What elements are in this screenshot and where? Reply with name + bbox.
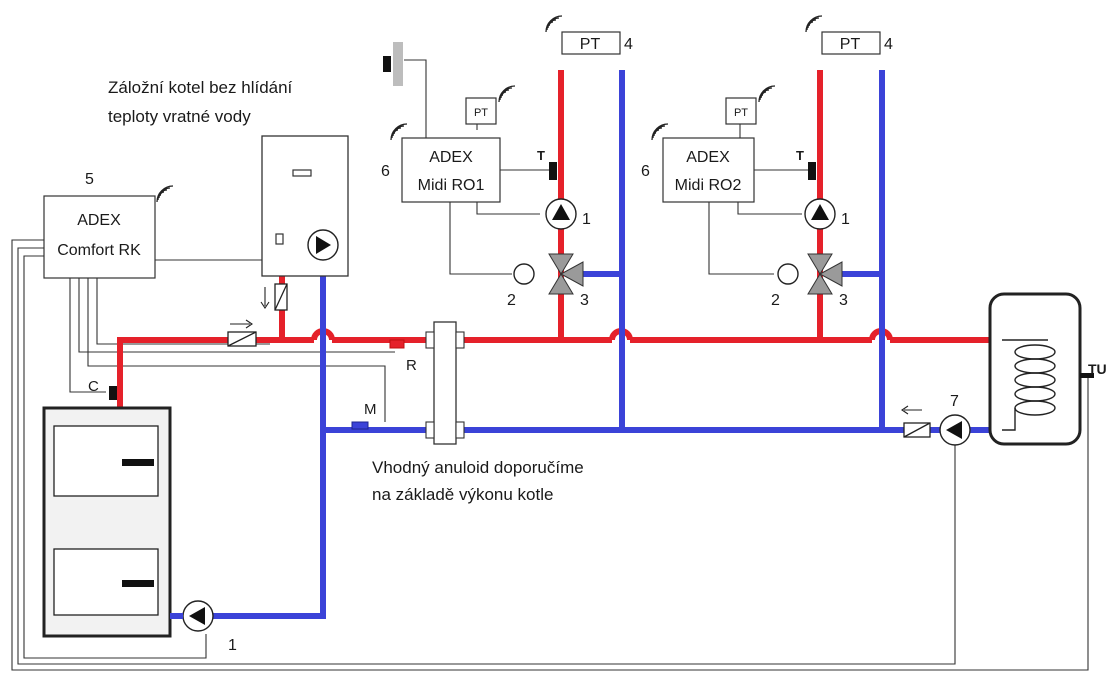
backup-boiler-title: Záložní kotel bez hlídání: [108, 78, 293, 97]
outdoor-sensor-icon: [383, 42, 403, 86]
pump-icon: [182, 600, 214, 632]
check-valve-icon: [227, 319, 257, 347]
control-wiring: [11, 59, 1089, 671]
pt-top-ro2: [821, 31, 881, 55]
three-way-valve-icon: [548, 253, 584, 295]
pt-room-label-ro2: PT: [734, 107, 748, 119]
wifi-icon: [498, 85, 516, 103]
anuloid-note-1: Vhodný anuloid doporučíme: [372, 458, 584, 477]
comfort-rk-line1: ADEX: [77, 212, 121, 229]
pump-icon: [545, 198, 577, 230]
pump7-number: 7: [950, 393, 959, 410]
main-boiler: [42, 406, 172, 638]
comfort-rk-controller: [43, 195, 156, 279]
backup-boiler-subtitle: teploty vratné vody: [108, 107, 251, 126]
wifi-icon: [545, 15, 563, 33]
sensor-r-label: R: [406, 357, 417, 374]
tu-label: TU: [1088, 361, 1107, 377]
t-label-ro2: T: [796, 148, 804, 163]
sensor-c: [109, 386, 117, 400]
sensor-m-label: M: [364, 401, 377, 418]
midi-ro2-controller: [662, 137, 755, 203]
pt-top-label-ro2: PT: [840, 36, 861, 53]
t-sensor-ro1: [549, 162, 557, 180]
wifi-icon: [156, 185, 174, 203]
ro1-number: 6: [381, 163, 390, 180]
three-way-valve-icon: [807, 253, 843, 295]
pump-icon: [307, 229, 339, 261]
dhw-tank: [988, 292, 1094, 446]
pt-top-number-ro2: 4: [884, 36, 893, 53]
sensor-r: [389, 339, 405, 349]
pt-room-unit-ro2: [725, 97, 757, 125]
hydraulic-separator: [425, 321, 465, 445]
actuator-number-ro2: 2: [771, 292, 780, 309]
ro2-line1: ADEX: [686, 149, 730, 166]
ro2-number: 6: [641, 163, 650, 180]
ro1-line1: ADEX: [429, 149, 473, 166]
anuloid-note-2: na základě výkonu kotle: [372, 485, 553, 504]
pump-number-ro2: 1: [841, 211, 850, 228]
main-pump-number: 1: [228, 637, 237, 654]
valve-number-ro1: 3: [580, 292, 589, 309]
wifi-icon: [805, 15, 823, 33]
comfort-rk-line2: Comfort RK: [57, 242, 141, 259]
midi-ro1-controller: [401, 137, 501, 203]
pt-top-label-ro1: PT: [580, 36, 601, 53]
actuator-number-ro1: 2: [507, 292, 516, 309]
actuator-ro2: [777, 263, 799, 285]
t-label-ro1: T: [537, 148, 545, 163]
wifi-icon: [758, 85, 776, 103]
valve-number-ro2: 3: [839, 292, 848, 309]
pump-number-ro1: 1: [582, 211, 591, 228]
pt-room-unit-ro1: [465, 97, 497, 125]
coil-icon: [1002, 339, 1056, 431]
t-sensor-ro2: [808, 162, 816, 180]
sensor-c-label: C: [88, 378, 99, 395]
check-valve-icon: [901, 405, 931, 438]
pump-icon: [939, 414, 971, 446]
pt-top-ro1: [561, 31, 621, 55]
check-valve-icon: [260, 283, 288, 311]
comfort-rk-number: 5: [85, 171, 94, 188]
pt-room-label-ro1: PT: [474, 107, 488, 119]
ro1-line2: Midi RO1: [418, 177, 485, 194]
backup-boiler: [261, 135, 349, 277]
actuator-ro1: [513, 263, 535, 285]
ro2-line2: Midi RO2: [675, 177, 742, 194]
pt-top-number-ro1: 4: [624, 36, 633, 53]
sensor-m: [351, 421, 369, 430]
pump-icon: [804, 198, 836, 230]
